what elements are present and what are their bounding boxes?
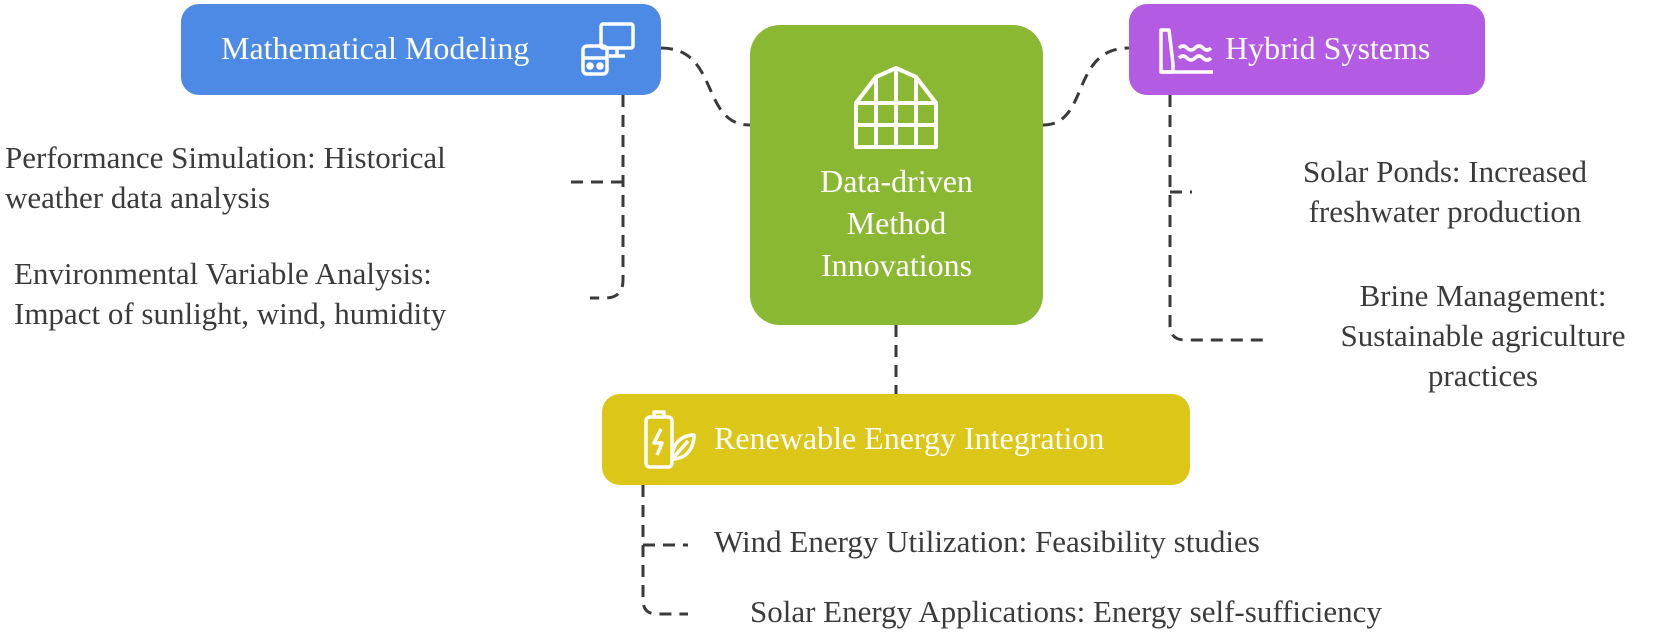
hybrid-leaf-2-text: Brine Management: Sustainable agricultur… <box>1340 278 1626 393</box>
center-node-label: Data-driven Method Innovations <box>820 162 973 283</box>
renewable-energy-label: Renewable Energy Integration <box>714 420 1105 456</box>
hybrid-leaf-1-text: Solar Ponds: Increased freshwater produc… <box>1302 154 1588 229</box>
hybrid-leaf-brine-management: Brine Management: Sustainable agricultur… <box>1318 276 1648 396</box>
hybrid-systems-node[interactable]: Hybrid Systems <box>1129 4 1485 95</box>
greenhouse-icon <box>854 66 938 149</box>
renewable-leaf-solar-energy: Solar Energy Applications: Energy self-s… <box>750 592 1382 632</box>
renewable-energy-node[interactable]: Renewable Energy Integration <box>602 394 1190 485</box>
math-modeling-node[interactable]: Mathematical Modeling <box>181 4 661 95</box>
math-leaf-1-text: Performance Simulation: Historical weath… <box>5 140 446 215</box>
connector-center-math <box>660 46 751 127</box>
renewable-leaf-2-text: Solar Energy Applications: Energy self-s… <box>750 594 1382 629</box>
connector-renewable-leaves <box>641 485 688 616</box>
math-leaf-2-text: Environmental Variable Analysis: Impact … <box>14 256 447 331</box>
center-node[interactable]: Data-driven Method Innovations <box>750 25 1043 325</box>
connector-center-hybrid <box>1042 46 1130 127</box>
eco-battery-icon <box>644 410 696 469</box>
connector-math-leaves <box>590 95 625 300</box>
hybrid-systems-label: Hybrid Systems <box>1225 30 1431 66</box>
connector-hybrid-leaves <box>1168 95 1265 342</box>
hybrid-leaf-solar-ponds: Solar Ponds: Increased freshwater produc… <box>1280 152 1610 232</box>
math-leaf-performance-simulation: Performance Simulation: Historical weath… <box>5 138 525 218</box>
math-modeling-label: Mathematical Modeling <box>221 30 530 66</box>
computer-terminal-icon <box>581 22 635 76</box>
renewable-leaf-1-text: Wind Energy Utilization: Feasibility stu… <box>714 524 1260 559</box>
math-leaf-environmental-analysis: Environmental Variable Analysis: Impact … <box>14 254 514 334</box>
solar-pond-icon <box>1159 28 1213 74</box>
renewable-leaf-wind-energy: Wind Energy Utilization: Feasibility stu… <box>714 522 1260 562</box>
